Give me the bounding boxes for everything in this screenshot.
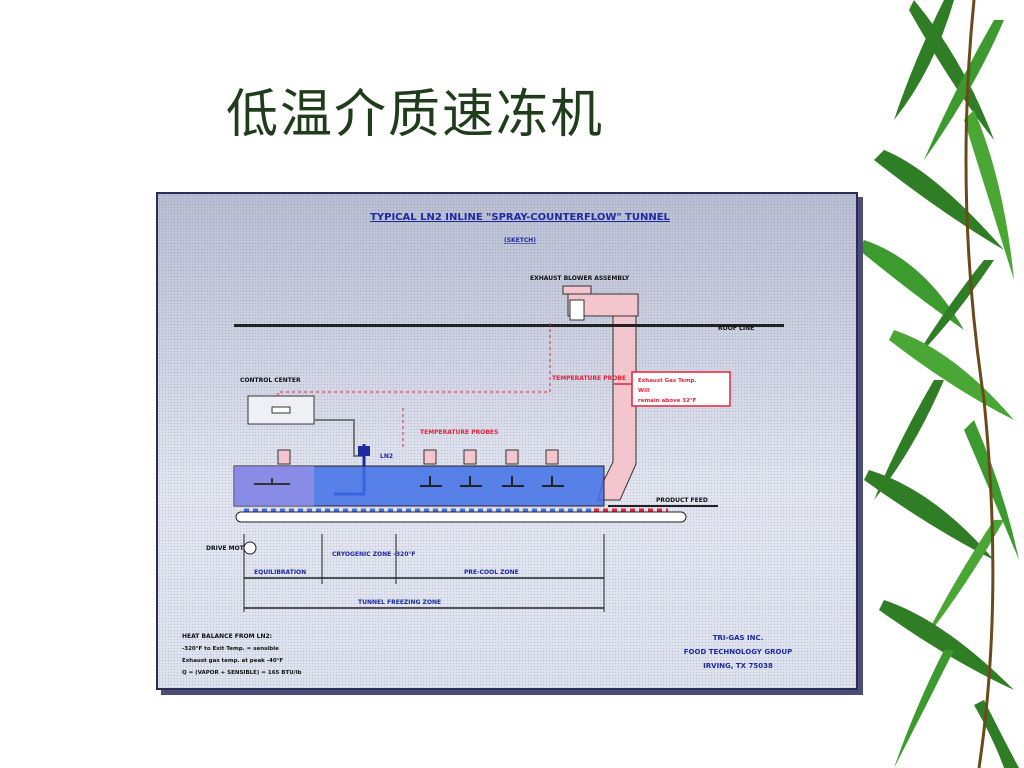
fan-4 xyxy=(542,476,564,487)
exhaust-blower-motor xyxy=(562,285,592,295)
callout-line-3: remain above 32°F xyxy=(638,398,697,404)
diagram-heading: TYPICAL LN2 INLINE "SPRAY-COUNTERFLOW" T… xyxy=(370,212,670,223)
probe-2 xyxy=(423,449,437,465)
diagram-subheading: (SKETCH) xyxy=(504,237,536,244)
drive-motor-icon xyxy=(243,541,257,555)
company-city: IRVING, TX 75038 xyxy=(703,662,773,670)
notes-line-2: -320°F to Exit Temp. = sensible xyxy=(182,646,279,652)
ln2-valve xyxy=(358,446,370,456)
tunnel-sketch: TYPICAL LN2 INLINE "SPRAY-COUNTERFLOW" T… xyxy=(182,212,792,676)
notes-line-1: HEAT BALANCE FROM LN2: xyxy=(182,633,272,640)
exhaust-callout-box xyxy=(631,371,731,407)
exhaust-blower-label: EXHAUST BLOWER ASSEMBLY xyxy=(530,275,630,282)
control-center-display xyxy=(271,406,291,414)
temperature-probes-label: TEMPERATURE PROBES xyxy=(420,429,498,436)
control-cable xyxy=(314,419,364,457)
company-group: FOOD TECHNOLOGY GROUP xyxy=(684,648,792,656)
bamboo-decoration xyxy=(859,0,1019,768)
drive-motor-label: DRIVE MOTOR xyxy=(206,545,254,552)
notes-line-3: Exhaust gas temp. at peak -40°F xyxy=(182,658,283,664)
cryogenic-zone-label: CRYOGENIC ZONE -320°F xyxy=(332,551,415,558)
conveyor-belt xyxy=(235,511,687,523)
zone-separators xyxy=(243,534,605,612)
temperature-probe-label: TEMPERATURE PROBE xyxy=(552,375,626,382)
equilibration-section xyxy=(234,466,314,506)
probe-3 xyxy=(463,449,477,465)
equilibration-label: EQUILIBRATION xyxy=(254,569,306,576)
probe-4 xyxy=(505,449,519,465)
product-feed-label: PRODUCT FEED xyxy=(656,497,708,504)
pre-cool-zone-label: PRE-COOL ZONE xyxy=(464,569,519,576)
exhaust-duct xyxy=(597,315,637,501)
tunnel-freezing-zone-label: TUNNEL FREEZING ZONE xyxy=(358,599,441,606)
slide-title: 低温介质速冻机 xyxy=(226,85,605,145)
fan-1 xyxy=(420,476,442,487)
notes-line-4: Q = (VAPOR + SENSIBLE) = 165 BTU/lb xyxy=(182,670,302,676)
ln2-label: LN2 xyxy=(380,453,393,460)
probe-1 xyxy=(277,449,291,465)
probe-line-upper xyxy=(277,391,550,396)
company-name: TRI-GAS INC. xyxy=(713,634,764,642)
callout-line-1: Exhaust Gas Temp. xyxy=(638,378,697,384)
callout-line-2: Will xyxy=(638,388,650,394)
probe-5 xyxy=(545,449,559,465)
fan-3 xyxy=(502,476,524,487)
roof-line-label: ROOF LINE xyxy=(718,325,754,332)
tunnel-diagram: TYPICAL LN2 INLINE "SPRAY-COUNTERFLOW" T… xyxy=(156,192,858,690)
control-center-label: CONTROL CENTER xyxy=(240,377,301,384)
roof-line xyxy=(234,324,784,327)
fan-2 xyxy=(460,476,482,487)
exhaust-blower-housing xyxy=(567,293,639,317)
exhaust-blower-box xyxy=(569,299,585,321)
sprayer-1 xyxy=(254,478,290,485)
